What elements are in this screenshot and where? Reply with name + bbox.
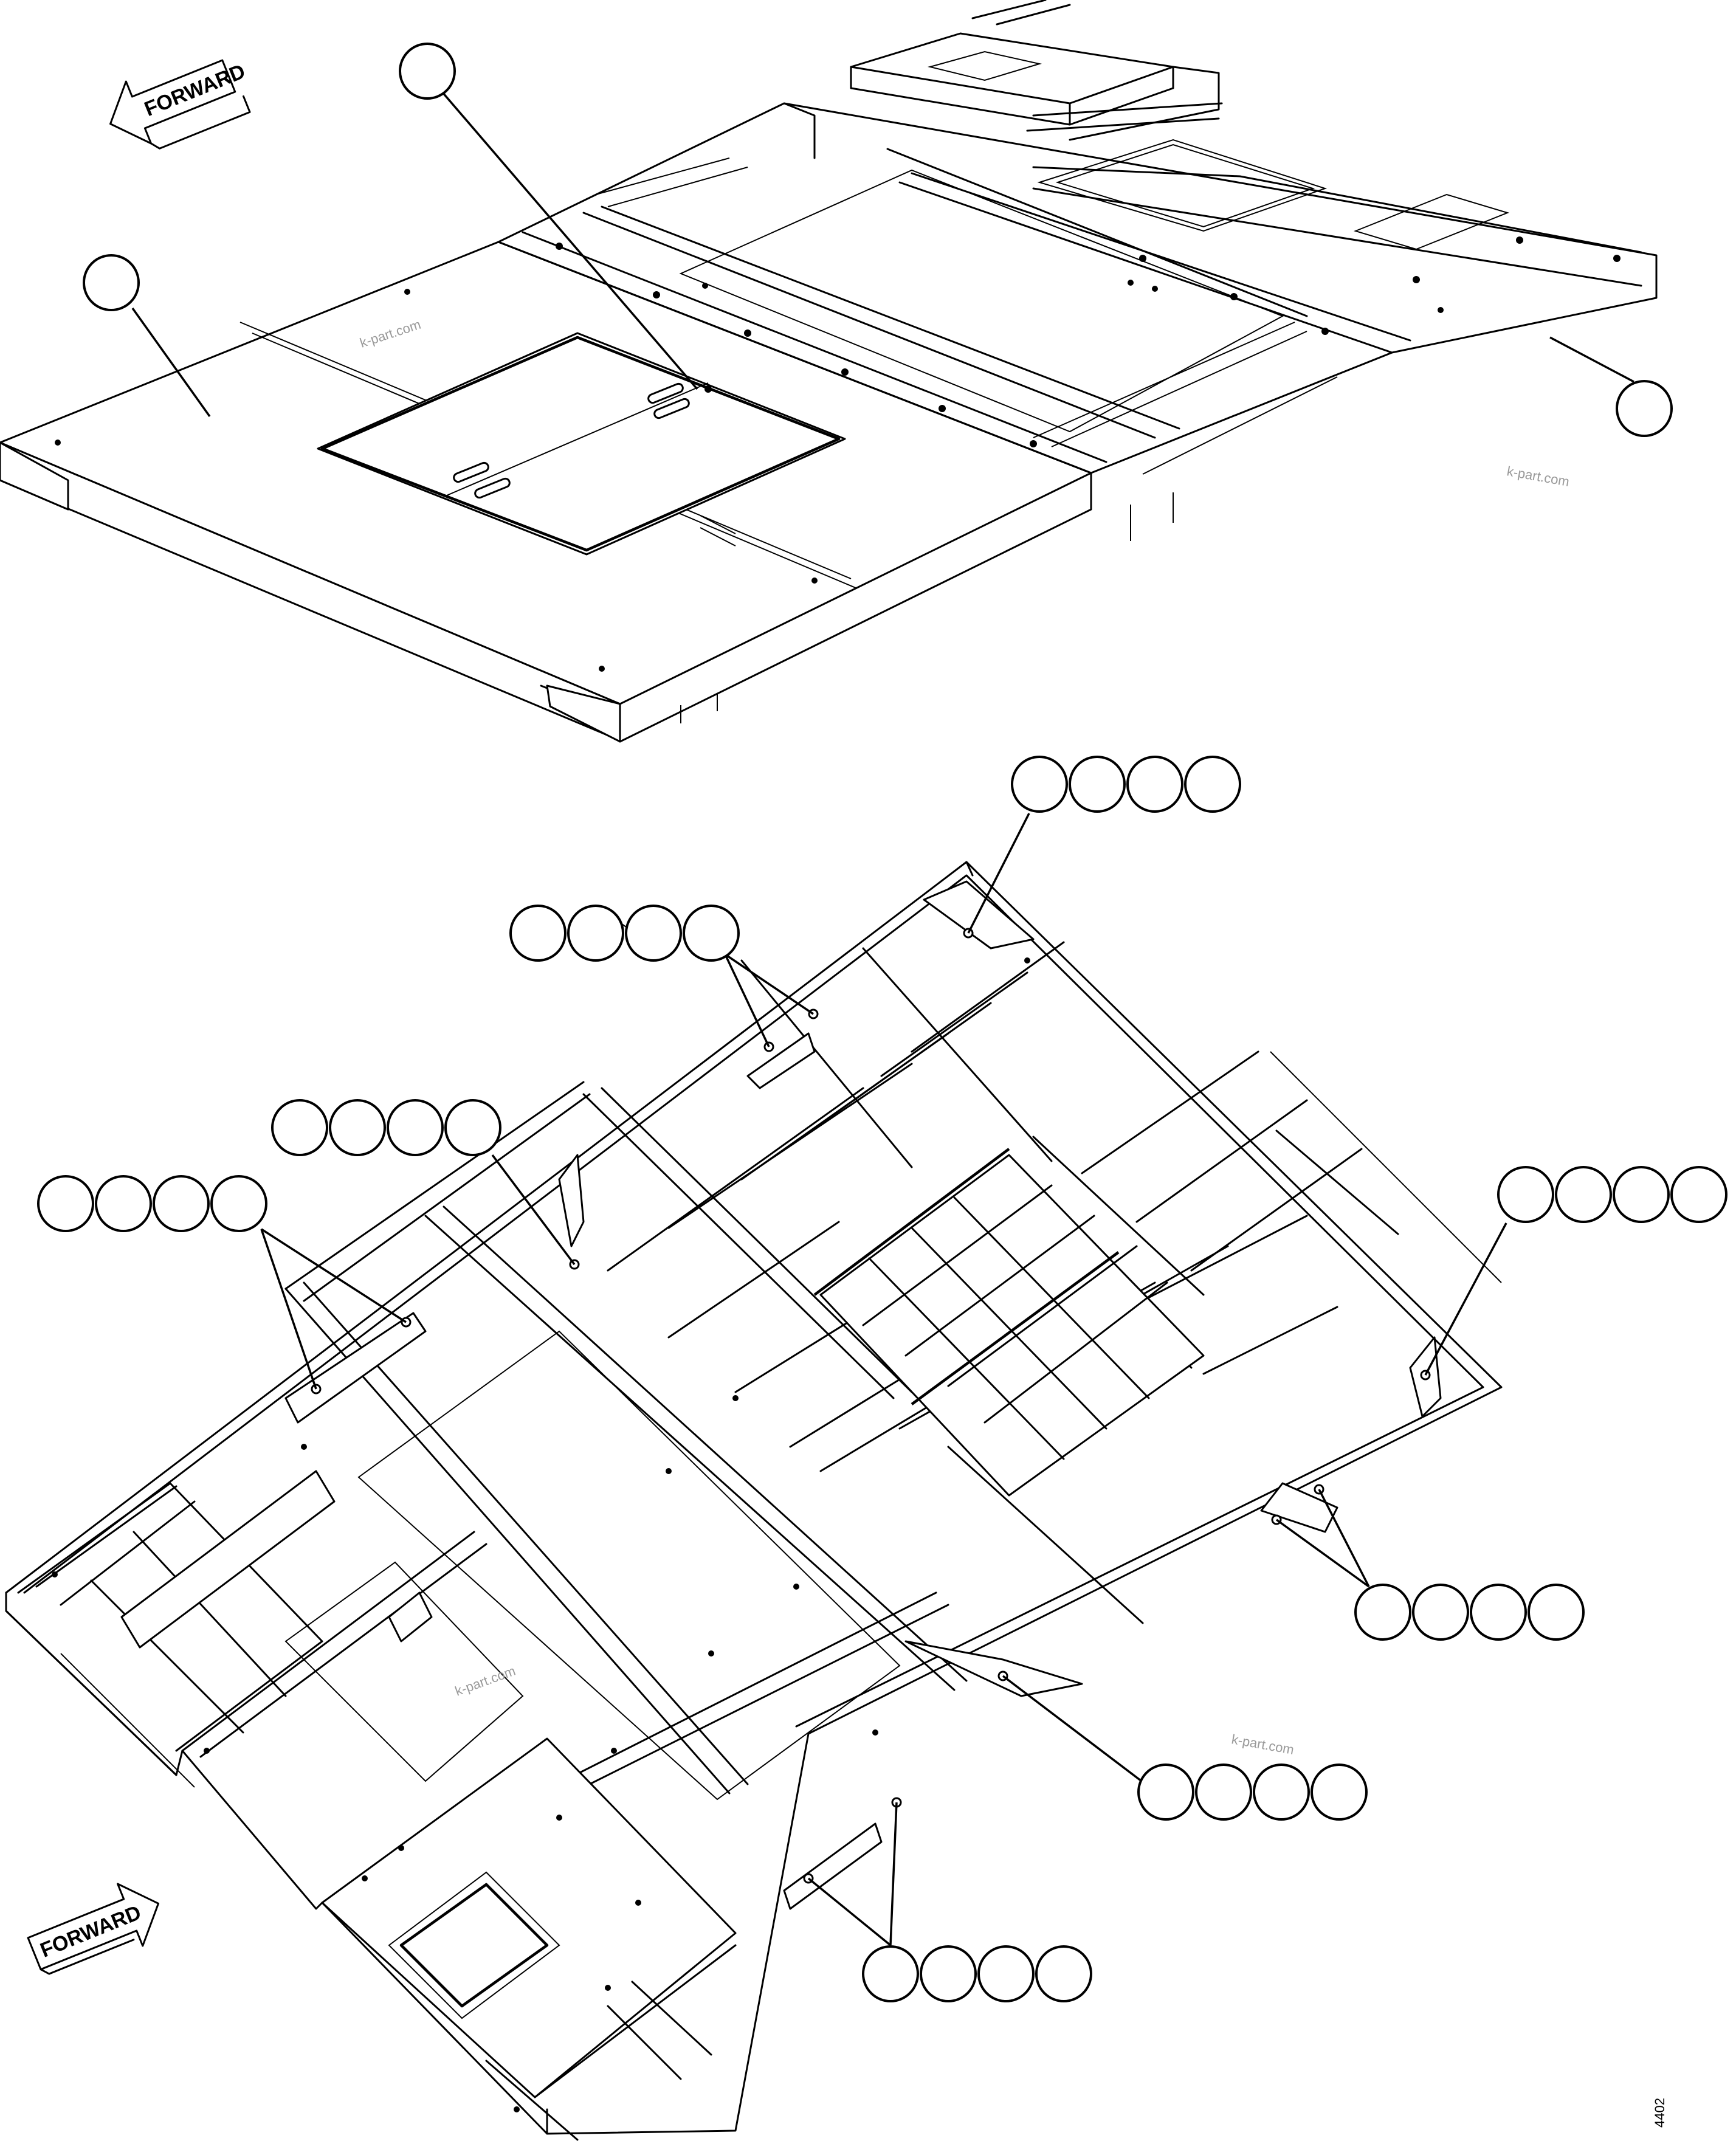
- mesh-panel: [813, 1148, 1205, 1497]
- callout-group-d: [37, 1175, 267, 1232]
- callout-balloon: [1616, 380, 1673, 437]
- callout-group-f: [1354, 1584, 1585, 1641]
- rear-box-section: [321, 1737, 737, 2098]
- deck-left-bracket: [0, 441, 69, 511]
- hatch-slots: [453, 382, 690, 499]
- forward-arrow-top: FORWARD: [109, 59, 251, 150]
- callout-group-c: [271, 1099, 501, 1156]
- leader-lines: [131, 91, 1634, 1946]
- center-opening: [357, 1330, 901, 1801]
- top-bolt-holes: [55, 236, 1621, 672]
- callout-balloon: [399, 43, 456, 100]
- deck-front-edge: [0, 441, 621, 742]
- callout-group-b: [509, 905, 740, 962]
- watermark-2: k-part.com: [1506, 463, 1571, 489]
- callout-group-a: [1011, 756, 1241, 813]
- figure-code: 4402: [1652, 2098, 1667, 2128]
- access-hatch: [317, 332, 846, 556]
- callout-group-h: [862, 1945, 1092, 2002]
- callout-group-e: [1497, 1166, 1727, 1223]
- upper-platform-assembly: [0, 0, 1658, 743]
- callout-balloons: [37, 43, 1727, 2002]
- upper-mount-plate: [850, 32, 1174, 105]
- lower-frame-assembly: [5, 861, 1503, 2141]
- deck-right-bracket: [546, 684, 621, 743]
- forward-arrow-bottom: FORWARD: [27, 1883, 160, 1975]
- callout-balloon: [83, 254, 140, 311]
- callout-group-g: [1137, 1763, 1368, 1821]
- watermark-4: k-part.com: [1230, 1731, 1295, 1757]
